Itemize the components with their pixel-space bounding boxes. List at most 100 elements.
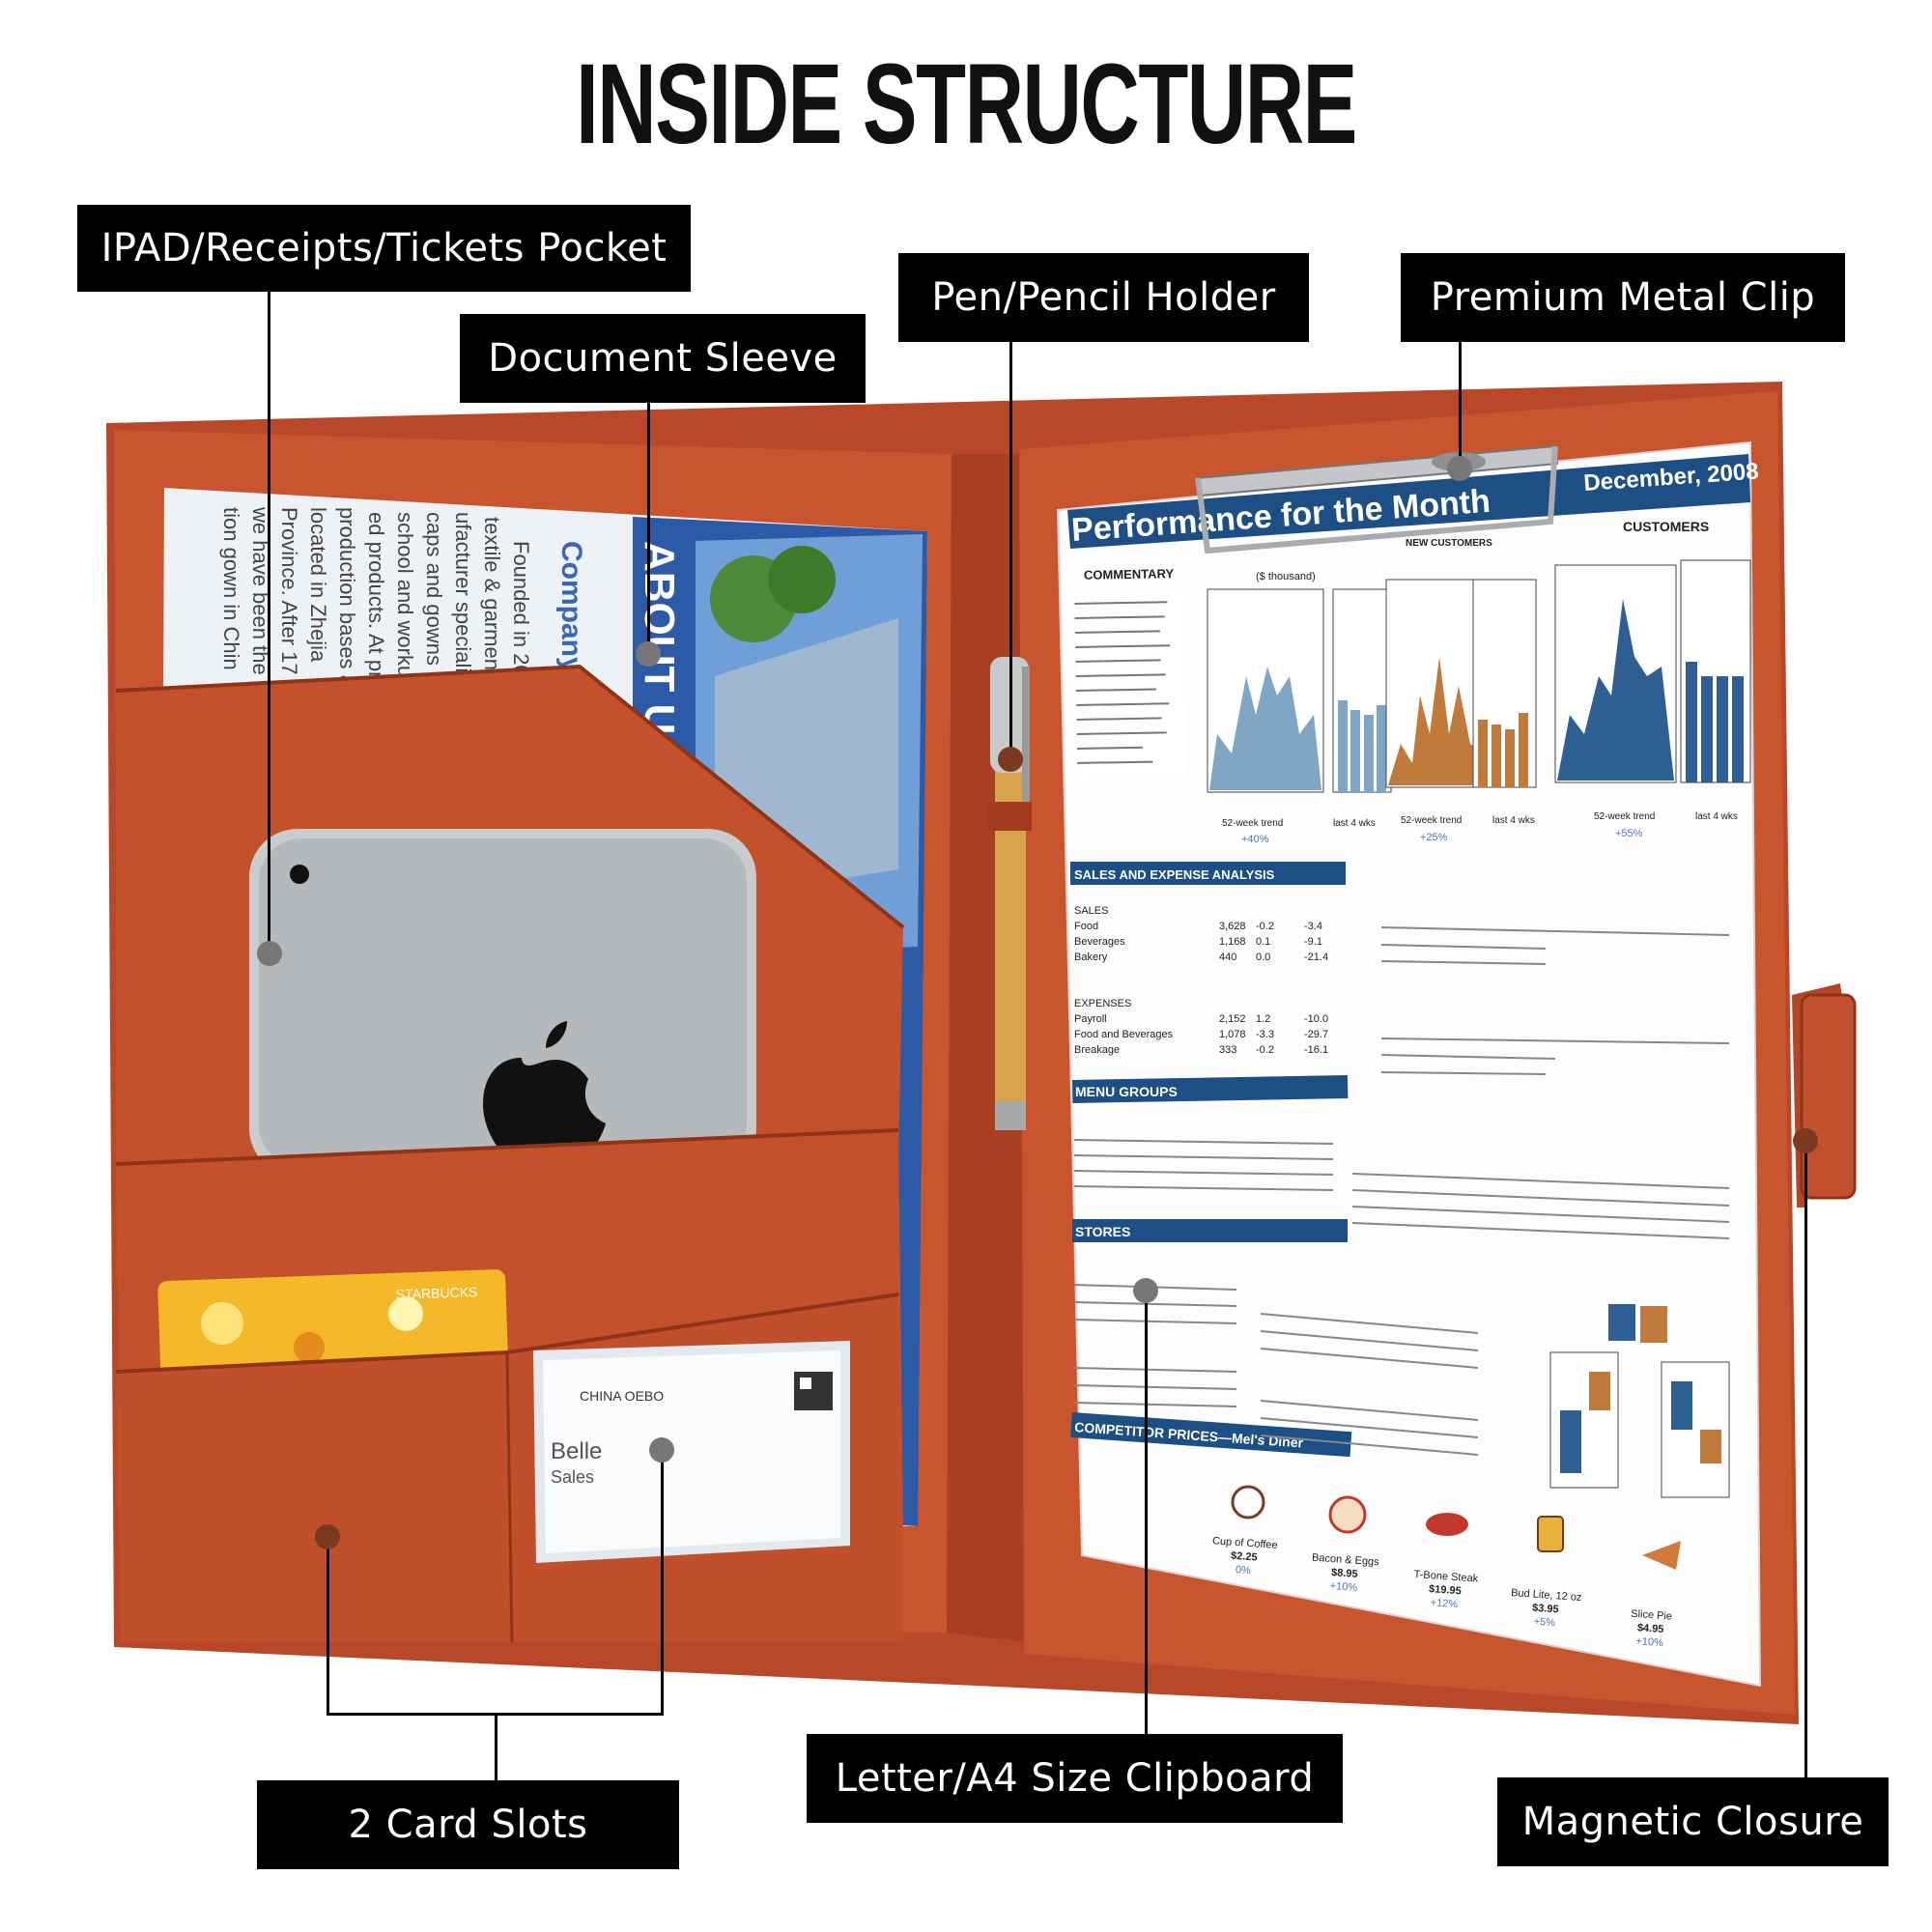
svg-text:T-Bone Steak: T-Bone Steak [1413, 1569, 1479, 1585]
svg-text:Cup of Coffee: Cup of Coffee [1212, 1535, 1278, 1551]
callout-line-ipad [268, 290, 270, 952]
svg-text:Food and Beverages: Food and Beverages [1074, 1029, 1174, 1040]
svg-text:1,078: 1,078 [1219, 1029, 1246, 1040]
label-metal-clip: Premium Metal Clip [1401, 253, 1845, 342]
page-title: INSIDE STRUCTURE [576, 41, 1357, 168]
callout-dot-closure [1793, 1128, 1818, 1153]
svg-text:Slice Pie: Slice Pie [1631, 1608, 1673, 1623]
svg-text:-16.1: -16.1 [1304, 1044, 1328, 1056]
svg-text:1,168: 1,168 [1219, 936, 1246, 948]
svg-text:-0.2: -0.2 [1256, 921, 1274, 932]
svg-text:Bacon & Eggs: Bacon & Eggs [1312, 1552, 1380, 1569]
label-document-sleeve: Document Sleeve [460, 314, 866, 403]
callout-dot-ipad [257, 941, 282, 966]
svg-text:($ thousand): ($ thousand) [1256, 571, 1316, 582]
label-ipad-pocket: IPAD/Receipts/Tickets Pocket [77, 205, 691, 292]
business-card-role: Sales [551, 1467, 594, 1487]
svg-text:0%: 0% [1235, 1564, 1251, 1577]
svg-text:production bases a: production bases a [335, 507, 359, 688]
report-chart-customers: CUSTOMERS 52-week trend last 4 wks +55% [1554, 519, 1751, 839]
svg-text:CUSTOMERS: CUSTOMERS [1623, 519, 1709, 534]
svg-text:school and workun: school and workun [393, 512, 417, 689]
svg-text:NEW CUSTOMERS: NEW CUSTOMERS [1406, 538, 1492, 549]
svg-text:last 4 wks: last 4 wks [1695, 811, 1738, 822]
brochure-text: Founded in 2003 textile & garments ufact… [219, 506, 533, 700]
callout-line-clip [1459, 338, 1462, 469]
svg-text:52-week trend: 52-week trend [1222, 818, 1283, 829]
svg-text:$3.95: $3.95 [1532, 1603, 1559, 1616]
svg-text:+25%: +25% [1420, 832, 1448, 843]
svg-text:-29.7: -29.7 [1304, 1029, 1328, 1040]
svg-text:-3.3: -3.3 [1256, 1029, 1274, 1040]
ipad [249, 829, 756, 1177]
callout-dot-card-left [315, 1524, 340, 1549]
report-section-menu-groups: MENU GROUPS [1075, 1084, 1178, 1099]
callout-dot-pen [998, 747, 1023, 772]
svg-text:-0.2: -0.2 [1256, 1044, 1274, 1056]
callout-dot-clipboard [1133, 1278, 1158, 1303]
svg-text:$4.95: $4.95 [1636, 1622, 1663, 1635]
svg-text:last 4 wks: last 4 wks [1492, 815, 1535, 826]
svg-text:52-week trend: 52-week trend [1401, 815, 1462, 826]
svg-text:+10%: +10% [1635, 1635, 1663, 1649]
callout-dot-sleeve [636, 641, 661, 667]
svg-text:$19.95: $19.95 [1429, 1583, 1462, 1597]
label-clipboard: Letter/A4 Size Clipboard [807, 1734, 1343, 1823]
business-card-company: CHINA OEBO [580, 1388, 664, 1404]
svg-text:located in Zhejia: located in Zhejia [306, 507, 330, 663]
callout-line-card-right [661, 1449, 664, 1715]
svg-text:+55%: +55% [1615, 828, 1643, 839]
svg-text:Beverages: Beverages [1074, 936, 1125, 948]
report-chart-sales: ($ thousand) 52-week trend last 4 wks +4… [1207, 571, 1392, 845]
svg-text:-3.4: -3.4 [1304, 921, 1322, 932]
gift-card-brand: STARBUCKS [396, 1284, 478, 1302]
svg-text:2,152: 2,152 [1219, 1013, 1246, 1025]
svg-text:-9.1: -9.1 [1304, 936, 1322, 948]
report-section-stores: STORES [1075, 1224, 1130, 1239]
svg-text:caps and gowns: caps and gowns [422, 512, 446, 666]
label-magnetic-closure: Magnetic Closure [1497, 1777, 1889, 1866]
callout-line-closure [1804, 1140, 1807, 1782]
svg-text:1.2: 1.2 [1256, 1013, 1270, 1025]
label-pen-holder: Pen/Pencil Holder [898, 253, 1309, 342]
callout-dot-card-right [649, 1437, 674, 1463]
svg-text:SALES: SALES [1074, 905, 1108, 917]
svg-text:Bud Lite, 12 oz: Bud Lite, 12 oz [1511, 1587, 1582, 1604]
svg-text:ufacturer specializ: ufacturer specializ [451, 512, 475, 683]
svg-text:Bakery: Bakery [1074, 952, 1108, 963]
business-card-name: Belle [551, 1438, 602, 1464]
report-budget-actual [1549, 1304, 1730, 1498]
report-section-sales-expense: SALES AND EXPENSE ANALYSIS [1074, 867, 1275, 882]
svg-text:Province. After 17 y: Province. After 17 y [277, 507, 301, 692]
svg-text:52-week trend: 52-week trend [1594, 811, 1655, 822]
callout-line-sleeve [647, 396, 650, 652]
svg-text:EXPENSES: EXPENSES [1074, 998, 1131, 1009]
svg-text:textile & garments: textile & garments [480, 517, 504, 687]
callout-line-pen [1009, 338, 1012, 758]
pen [987, 657, 1032, 1130]
svg-text:+10%: +10% [1329, 1580, 1357, 1594]
callout-line-clipboard [1145, 1290, 1148, 1739]
report-commentary-heading: COMMENTARY [1084, 566, 1175, 582]
svg-text:+40%: +40% [1241, 834, 1269, 845]
svg-text:0.0: 0.0 [1256, 952, 1270, 963]
callout-line-card-stem [495, 1713, 497, 1782]
svg-text:Breakage: Breakage [1074, 1044, 1120, 1056]
svg-text:$8.95: $8.95 [1331, 1567, 1358, 1580]
svg-text:Payroll: Payroll [1074, 1013, 1107, 1025]
svg-text:$2.25: $2.25 [1231, 1550, 1258, 1564]
report-chart-new-customers: NEW CUSTOMERS 52-week trend last 4 wks +… [1385, 538, 1537, 843]
svg-text:last 4 wks: last 4 wks [1333, 818, 1376, 829]
svg-text:ed products. At pr: ed products. At pr [364, 512, 388, 678]
label-card-slots: 2 Card Slots [257, 1780, 679, 1869]
callout-line-card-left [327, 1536, 329, 1715]
svg-text:-21.4: -21.4 [1304, 952, 1328, 963]
svg-text:440: 440 [1219, 952, 1236, 963]
svg-text:-10.0: -10.0 [1304, 1013, 1328, 1025]
svg-text:tion gown in Chin: tion gown in Chin [219, 507, 243, 670]
business-card: CHINA OEBO Belle Sales [533, 1341, 850, 1563]
svg-text:Food: Food [1074, 921, 1098, 932]
callout-dot-clip [1447, 456, 1472, 481]
svg-text:+5%: +5% [1533, 1616, 1555, 1630]
